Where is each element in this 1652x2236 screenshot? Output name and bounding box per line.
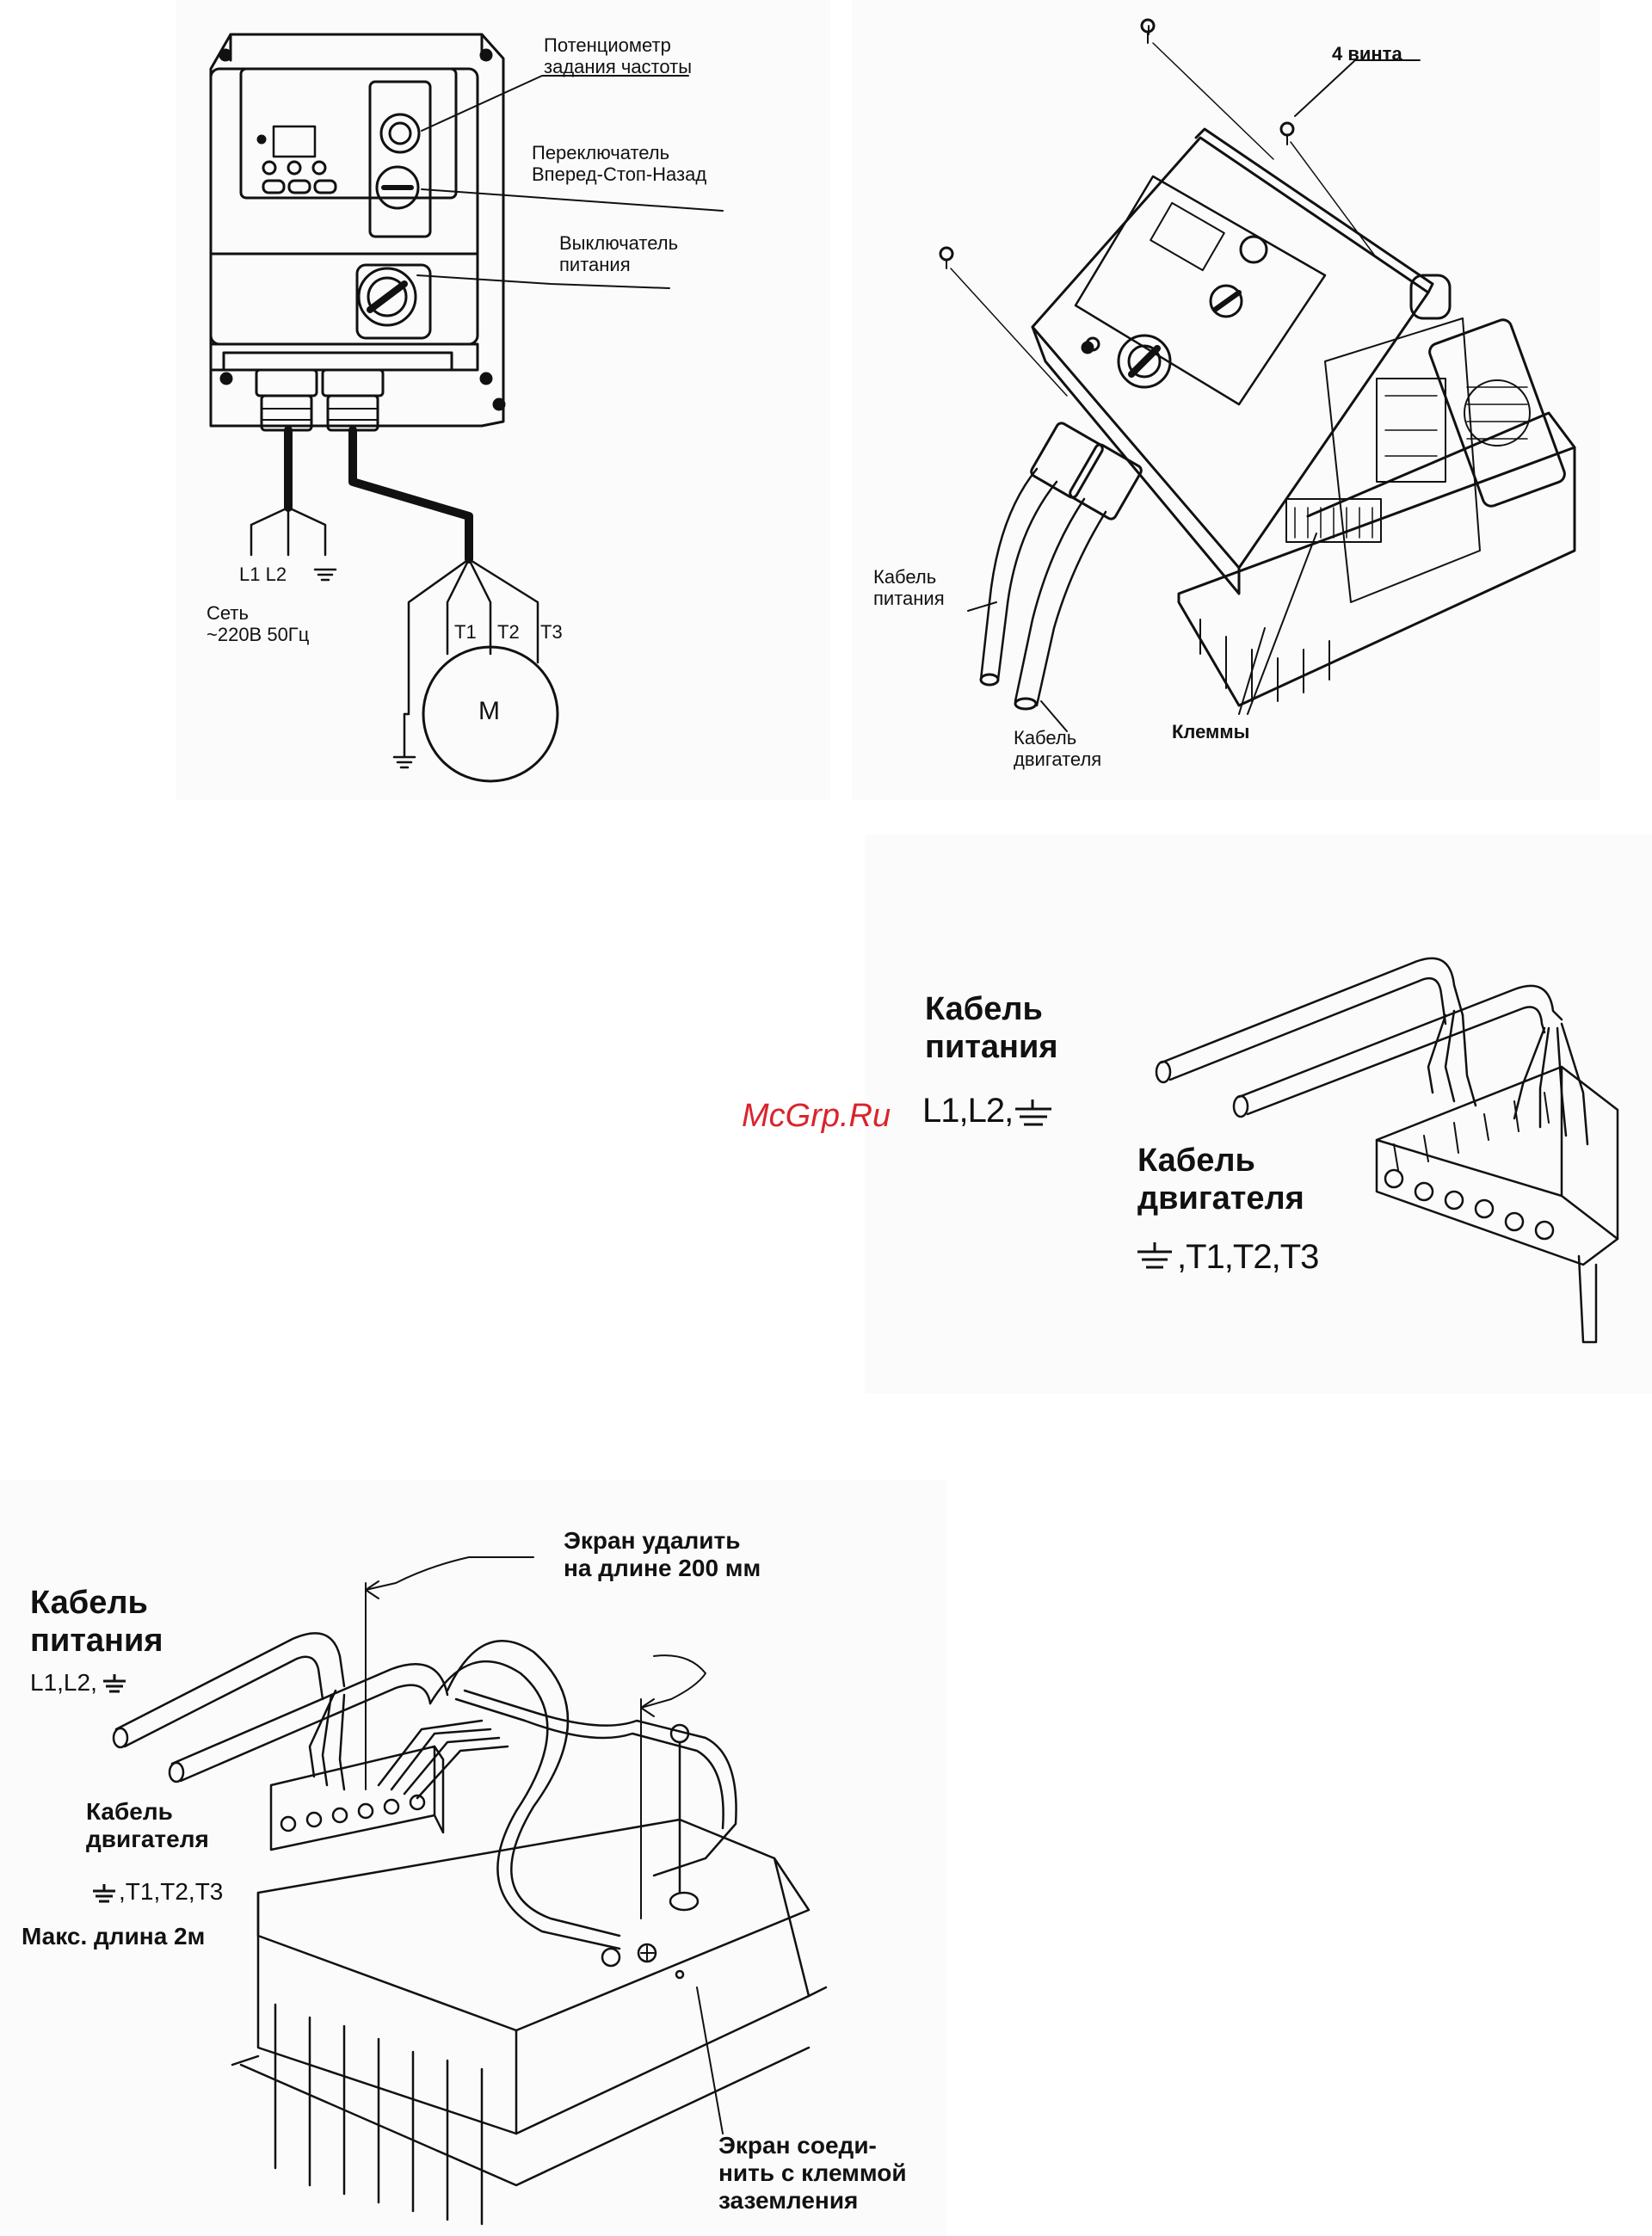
label-tr-power-cable: Кабель питания	[873, 566, 945, 610]
label-mid-power-terms: L1,L2,	[922, 1092, 1014, 1130]
label-shield-remove: Экран удалить на длине 200 мм	[564, 1527, 761, 1582]
label-power-switch-line2: питания	[559, 254, 631, 276]
label-tr-power-cable-line1: Кабель	[873, 566, 937, 588]
label-motor: M	[478, 697, 500, 725]
label-bot-power-terms: L1,L2,	[30, 1669, 97, 1696]
inverter-isometric-view	[939, 18, 1576, 711]
panel-bottom	[0, 1480, 946, 2236]
leader-power-cable	[967, 601, 997, 612]
label-bot-power-cable-line1: Кабель	[30, 1585, 148, 1621]
label-shield-connect-line3: заземления	[718, 2187, 859, 2214]
label-power-switch: Выключатель питания	[559, 232, 678, 276]
cable-terminal-view	[1155, 957, 1619, 1344]
ground-symbols-text	[93, 1100, 1172, 1903]
label-mains-line1: Сеть	[206, 602, 249, 624]
leader-terminals	[1238, 533, 1317, 715]
label-bot-motor-cable-line2: двигателя	[86, 1826, 209, 1853]
label-t3: T3	[540, 621, 563, 643]
label-mains: Сеть ~220В 50Гц	[206, 602, 309, 646]
label-potentiometer-line2: задания частоты	[544, 56, 693, 78]
label-shield-connect-line2: нить с клеммой	[718, 2159, 907, 2187]
motor-cable-thick	[348, 426, 473, 564]
label-mains-line2: ~220В 50Гц	[206, 624, 310, 646]
label-switch-line2: Вперед-Стоп-Назад	[532, 163, 707, 186]
label-bot-power-cable: Кабель питания	[30, 1585, 163, 1660]
label-mid-motor-cable: Кабель двигателя	[1137, 1143, 1304, 1217]
ground-symbol-mains	[313, 568, 337, 582]
shielded-cable-view	[112, 1632, 828, 2226]
leader-potentiometer	[421, 75, 689, 132]
label-bot-motor-cable: Кабель двигателя	[86, 1798, 209, 1853]
label-mains-terms: L1 L2	[239, 564, 287, 585]
label-shield-connect-line1: Экран соеди-	[718, 2132, 877, 2159]
label-mid-motor-terms: ,T1,T2,T3	[1177, 1238, 1319, 1276]
label-tr-motor-cable-line2: двигателя	[1014, 748, 1102, 771]
label-shield-remove-line2: на длине 200 мм	[564, 1555, 761, 1582]
label-tr-power-cable-line2: питания	[873, 588, 945, 610]
label-bot-motor-terms: ,T1,T2,T3	[119, 1878, 224, 1905]
leader-power-switch	[416, 274, 670, 289]
leader-screws	[1294, 59, 1356, 117]
label-potentiometer: Потенциометр задания частоты	[544, 34, 692, 78]
label-shield-remove-line1: Экран удалить	[564, 1527, 741, 1554]
motor-wires	[403, 557, 539, 716]
label-max-length: Макс. длина 2м	[22, 1923, 206, 1950]
label-bot-motor-cable-line1: Кабель	[86, 1798, 173, 1825]
leader-shield-connect	[696, 1987, 724, 2134]
label-switch-line1: Переключатель	[532, 142, 670, 163]
label-tr-motor-cable: Кабель двигателя	[1014, 727, 1101, 771]
label-mid-power-cable-line1: Кабель	[925, 991, 1043, 1027]
label-potentiometer-line1: Потенциометр	[544, 34, 671, 56]
label-terminals: Клеммы	[1172, 721, 1250, 742]
label-power-switch-line1: Выключатель	[559, 232, 679, 254]
label-mid-power-cable-line2: питания	[925, 1028, 1058, 1065]
ground-symbol-motor	[392, 712, 416, 769]
panel-middle	[865, 835, 1652, 1394]
label-bot-power-cable-line2: питания	[30, 1622, 163, 1659]
label-screws: 4 винта	[1332, 43, 1402, 65]
inverter-front-view	[209, 33, 506, 432]
motor-circle	[422, 645, 559, 783]
label-t1: T1	[454, 621, 477, 643]
leader-switch	[421, 188, 724, 212]
leader-motor-cable	[1040, 700, 1068, 732]
label-tr-motor-cable-line1: Кабель	[1014, 727, 1077, 748]
label-mid-motor-cable-line1: Кабель	[1137, 1143, 1255, 1179]
label-t2: T2	[497, 621, 520, 643]
mains-wires	[250, 506, 327, 557]
label-switch: Переключатель Вперед-Стоп-Назад	[532, 142, 706, 186]
watermark: McGrp.Ru	[742, 1098, 891, 1134]
label-shield-connect: Экран соеди- нить с клеммой заземления	[718, 2132, 907, 2215]
label-mid-motor-cable-line2: двигателя	[1137, 1180, 1304, 1217]
label-mid-power-cable: Кабель питания	[925, 991, 1058, 1066]
